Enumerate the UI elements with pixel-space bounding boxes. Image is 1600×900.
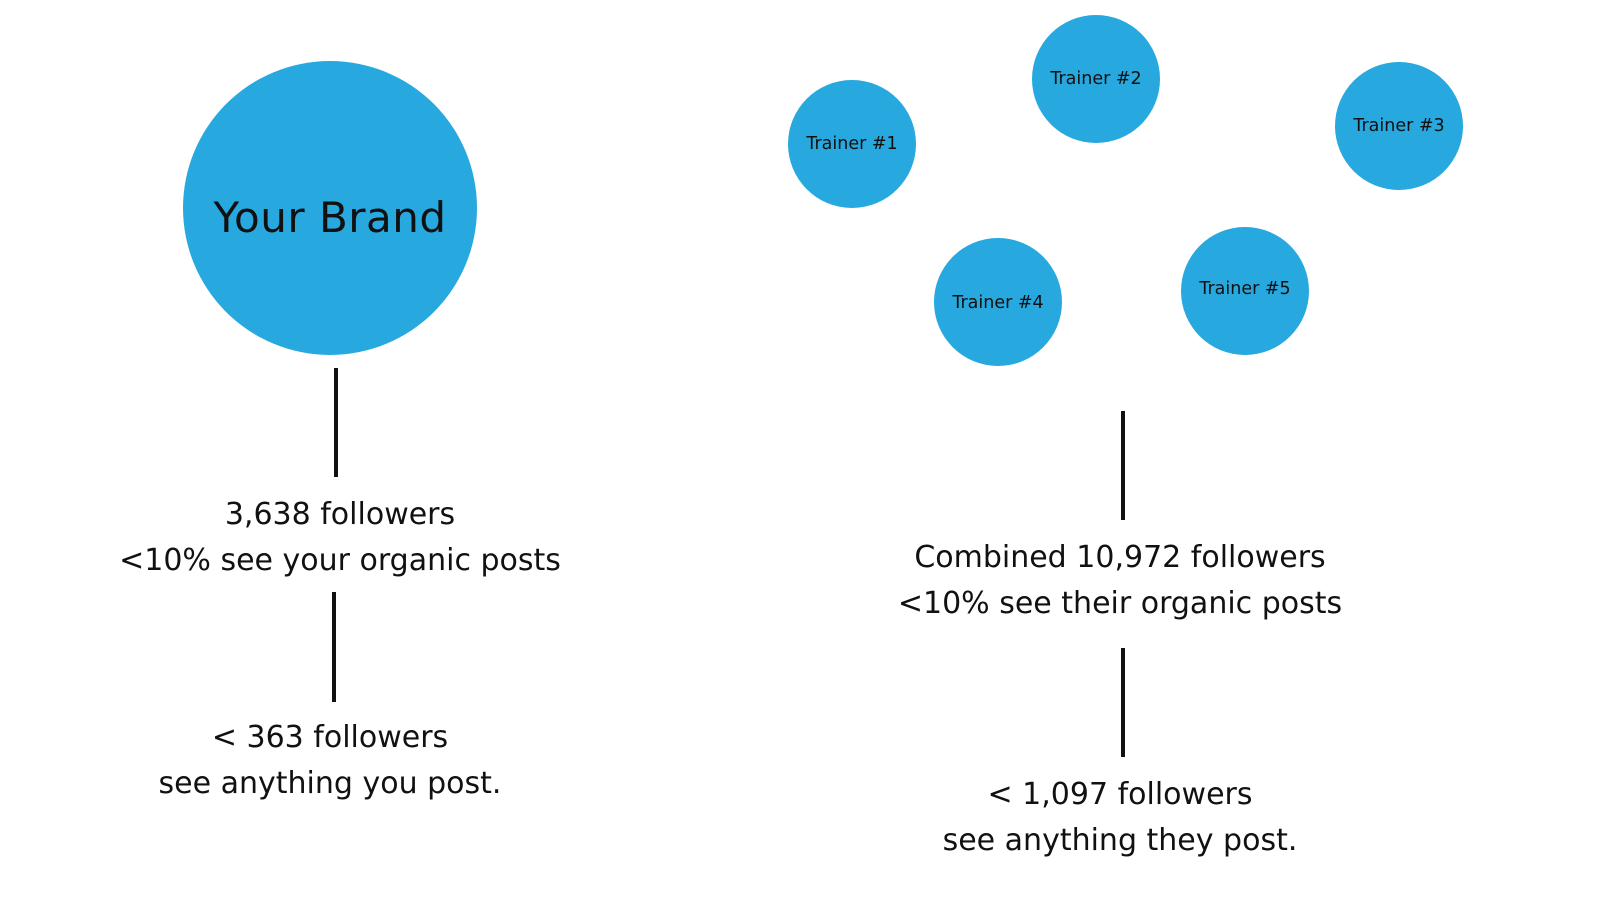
trainers-connector-top (1121, 411, 1125, 520)
trainer-4-label: Trainer #4 (952, 293, 1044, 313)
trainer-1-circle: Trainer #1 (788, 80, 916, 208)
brand-result-text: < 363 followers see anything you post. (60, 715, 600, 807)
trainers-result-desc: see anything they post. (942, 823, 1298, 858)
brand-organic-reach: <10% see your organic posts (119, 543, 561, 578)
trainer-3-circle: Trainer #3 (1335, 62, 1463, 190)
trainer-3-label: Trainer #3 (1353, 116, 1445, 136)
trainer-5-circle: Trainer #5 (1181, 227, 1309, 355)
brand-stats-text: 3,638 followers <10% see your organic po… (60, 492, 620, 584)
trainers-result-text: < 1,097 followers see anything they post… (830, 772, 1410, 864)
your-brand-circle: Your Brand (183, 61, 477, 355)
brand-connector-top (334, 368, 338, 477)
trainers-stats-text: Combined 10,972 followers <10% see their… (830, 535, 1410, 627)
brand-result-count: < 363 followers (211, 720, 449, 755)
your-brand-label: Your Brand (213, 192, 447, 242)
trainers-organic-reach: <10% see their organic posts (897, 586, 1343, 621)
trainers-connector-bottom (1121, 648, 1125, 757)
brand-connector-bottom (332, 592, 336, 702)
trainer-2-label: Trainer #2 (1050, 69, 1142, 89)
trainers-followers-count: Combined 10,972 followers (914, 540, 1326, 575)
trainer-1-label: Trainer #1 (806, 134, 898, 154)
brand-result-desc: see anything you post. (158, 766, 502, 801)
trainers-result-count: < 1,097 followers (987, 777, 1253, 812)
trainer-4-circle: Trainer #4 (934, 238, 1062, 366)
trainer-2-circle: Trainer #2 (1032, 15, 1160, 143)
brand-followers-count: 3,638 followers (224, 497, 456, 532)
trainer-5-label: Trainer #5 (1199, 279, 1291, 299)
